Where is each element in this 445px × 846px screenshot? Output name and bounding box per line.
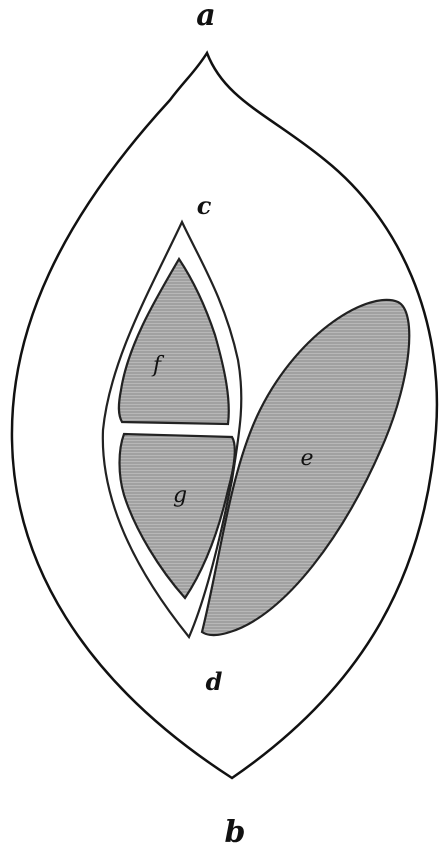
label-c: c (197, 191, 212, 220)
label-d: d (206, 667, 223, 696)
label-b: b (225, 815, 246, 846)
label-a: a (196, 0, 215, 33)
label-e: e (300, 446, 313, 471)
label-g: g (173, 483, 187, 508)
